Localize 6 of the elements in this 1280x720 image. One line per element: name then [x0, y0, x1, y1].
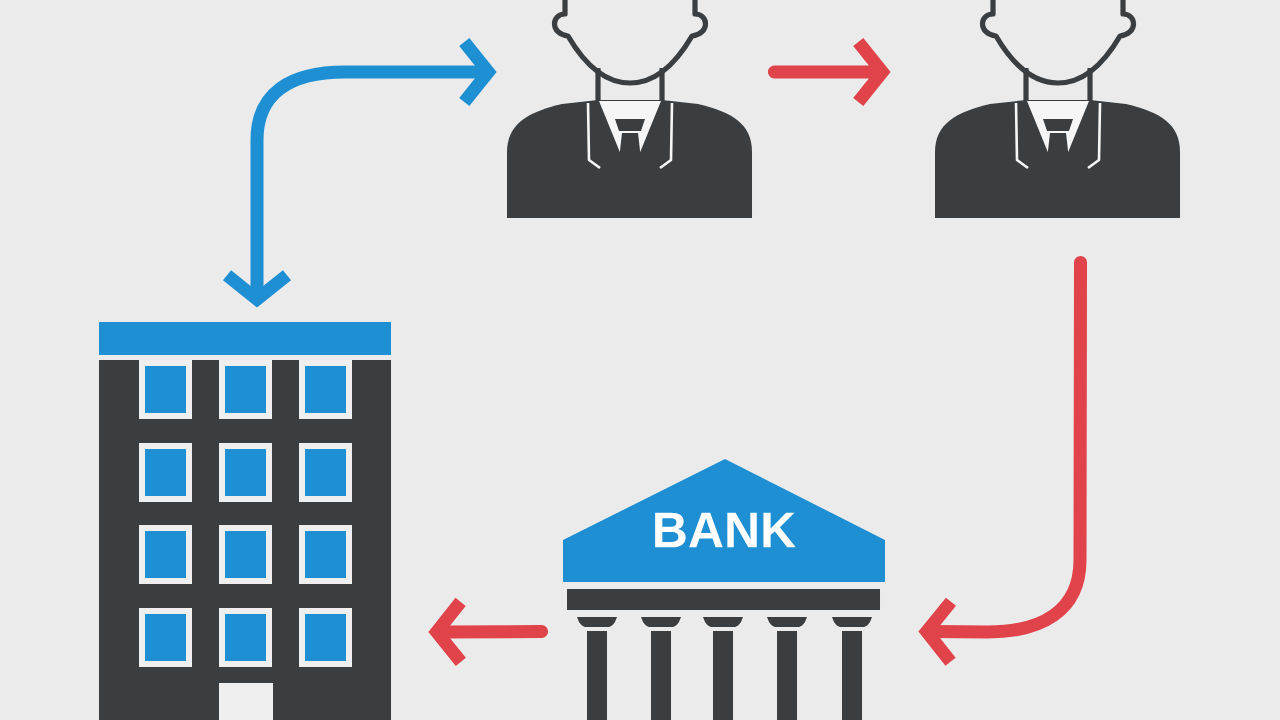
arrow [918, 255, 1087, 666]
arrow [222, 37, 497, 308]
office-building-drawing [99, 322, 391, 720]
bank-label: BANK [655, 512, 796, 548]
person-silhouette [507, 0, 752, 218]
person-silhouette [935, 0, 1180, 218]
